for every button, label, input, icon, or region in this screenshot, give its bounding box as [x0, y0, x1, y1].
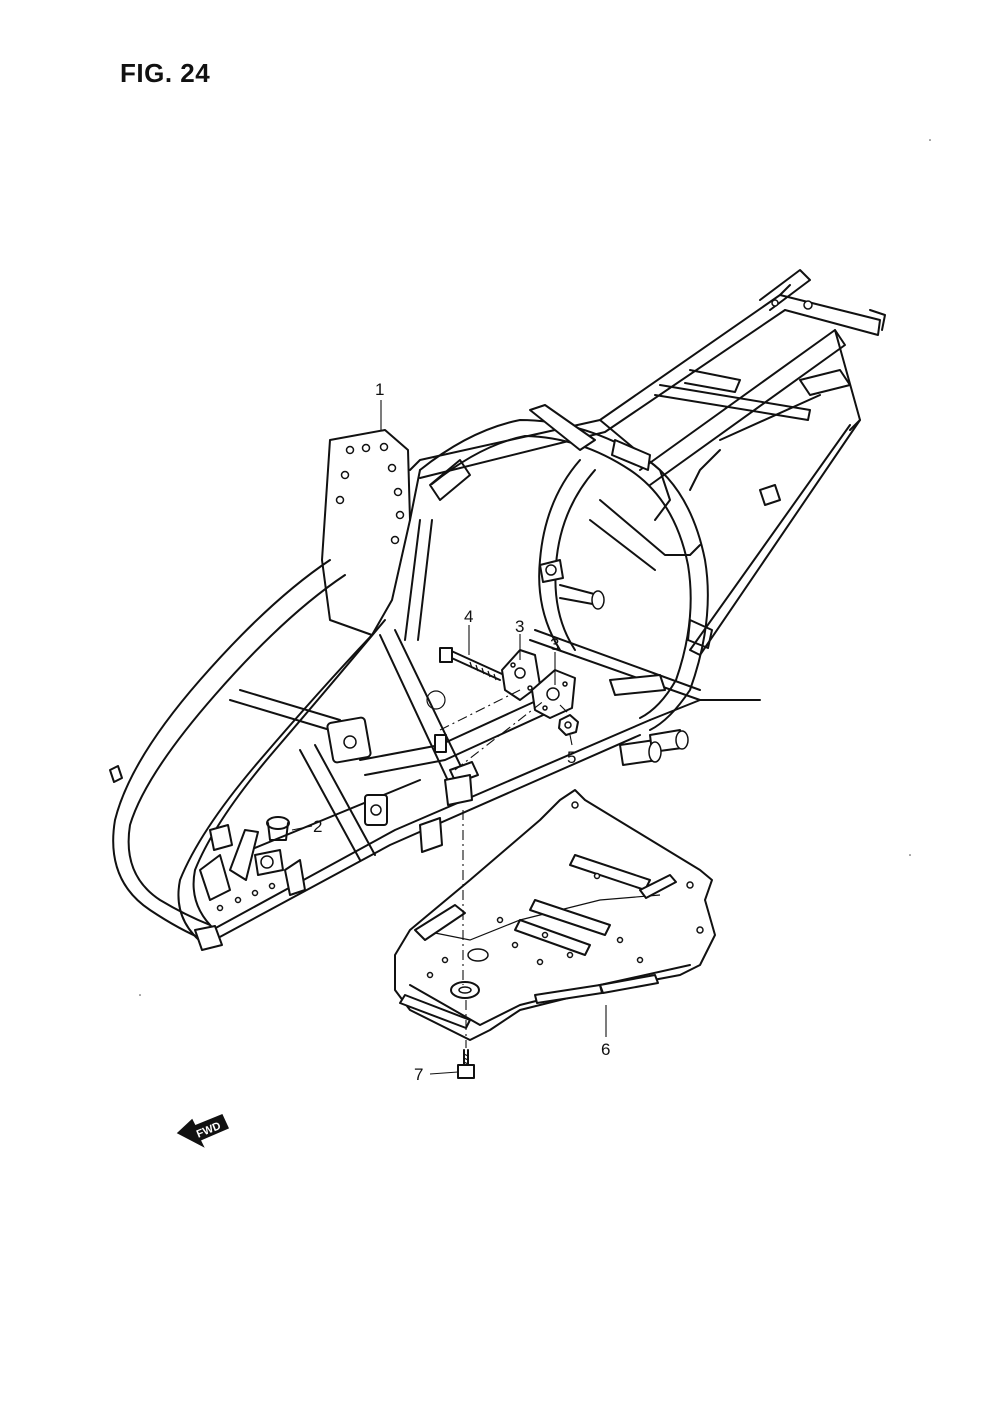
- part-4-bolt: [439, 647, 503, 681]
- callout-labels: 1 2 3 3 4 5 6 7: [313, 380, 610, 1084]
- scan-specks: [139, 139, 931, 996]
- callout-7: 7: [414, 1065, 423, 1084]
- assembly-lines: [439, 689, 576, 1048]
- callout-3a: 3: [515, 617, 524, 636]
- callout-6: 6: [601, 1040, 610, 1059]
- fwd-label: FWD: [195, 1120, 223, 1141]
- callout-1: 1: [375, 380, 384, 399]
- part-3-brackets: [501, 649, 576, 719]
- main-frame: [109, 404, 761, 951]
- leader-lines: [291, 400, 607, 1075]
- callout-3b: 3: [550, 635, 559, 654]
- part-6-skid-plate: [394, 789, 716, 1041]
- steering-head-plate: [321, 429, 411, 636]
- figure-title: FIG. 24: [120, 58, 211, 88]
- part-7-bolt: [457, 1049, 475, 1079]
- part-2-collar: [266, 816, 290, 841]
- callout-5: 5: [567, 748, 576, 767]
- part-5-nut: [558, 714, 579, 736]
- rear-subframe: [409, 269, 886, 656]
- forward-arrow-icon: FWD: [176, 1114, 230, 1148]
- callout-4: 4: [464, 607, 473, 626]
- callout-2: 2: [313, 817, 322, 836]
